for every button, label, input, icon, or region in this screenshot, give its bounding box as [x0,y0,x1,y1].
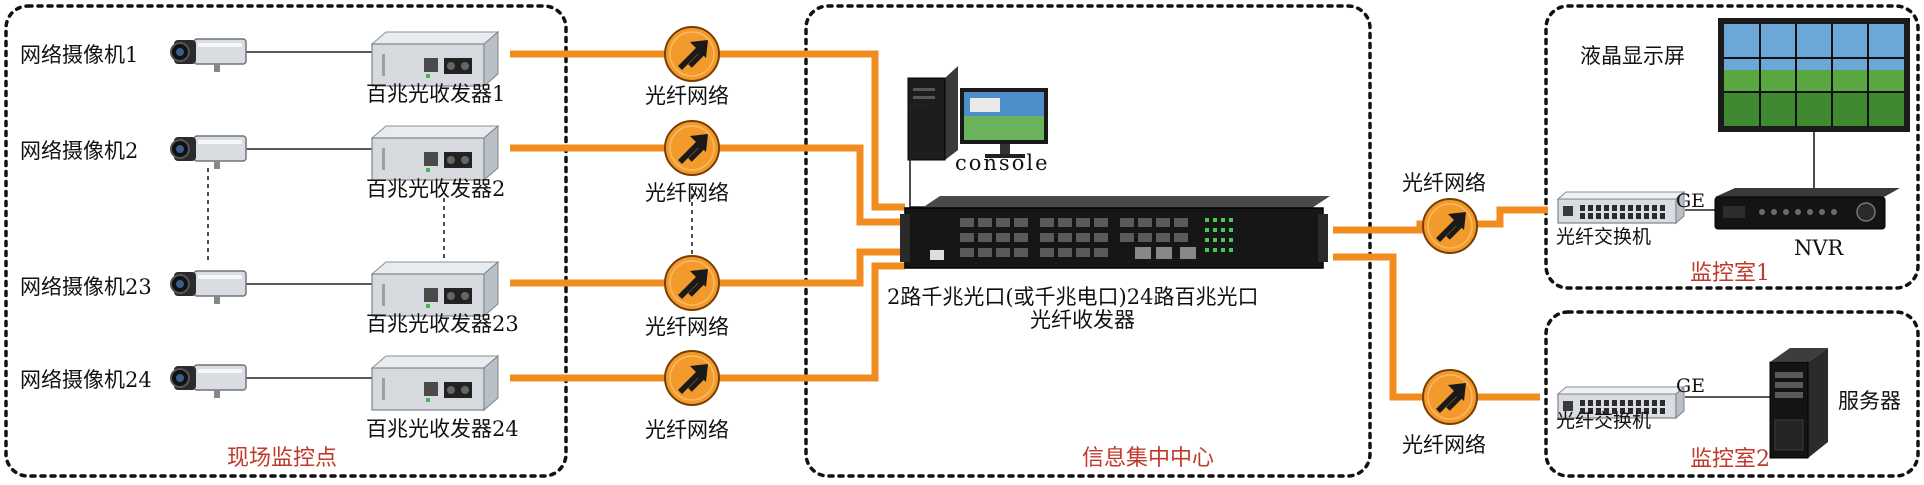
zone-field-title: 现场监控点 [227,446,337,471]
camera-24-label: 网络摄像机24 [20,368,152,392]
main-device-label-line2: 光纤收发器 [1030,308,1135,332]
fiber-network-label-23: 光纤网络 [645,315,729,339]
fiber-switch-room2-label: 光纤交换机 [1556,410,1651,432]
server-label: 服务器 [1838,389,1901,413]
nvr-icon [1714,188,1900,230]
fiber-network-icon [1423,199,1477,253]
transceiver-23-label: 百兆光收发器23 [366,312,519,336]
zone-room2-title: 监控室2 [1690,447,1770,472]
console-computer-icon [907,66,1048,161]
transceiver-1-label: 百兆光收发器1 [366,82,505,106]
fiber-network-icon [1423,370,1477,424]
camera-23-icon [170,270,247,305]
zone-field-border [4,4,568,478]
console-cable [909,104,927,208]
transceiver-2-label: 百兆光收发器2 [366,177,505,201]
ge-label-room2: GE [1676,375,1705,397]
camera-24-icon [170,364,247,399]
lcd-display-icon [1718,18,1910,132]
fiber-switch-room1-label: 光纤交换机 [1556,226,1651,248]
camera-1-icon [170,38,247,73]
fiber-network-label-24: 光纤网络 [645,418,729,442]
fiber-network-label-1: 光纤网络 [645,84,729,108]
transceiver-24-label: 百兆光收发器24 [366,417,519,441]
console-label: console [955,151,1050,175]
fiber-network-icon [665,27,719,81]
main-device-label-line1: 2路千兆光口(或千兆电口)24路百兆光口 [887,285,1258,309]
camera-23-label: 网络摄像机23 [20,275,152,299]
lcd-display-label: 液晶显示屏 [1580,44,1685,68]
main-transceiver-chassis [900,196,1330,269]
zone-room1-title: 监控室1 [1690,261,1770,286]
fiber-network-label-2: 光纤网络 [645,181,729,205]
server-icon [1769,348,1828,459]
camera-2-icon [170,135,247,170]
fiber-network-icon [665,121,719,175]
transceiver-1-icon [371,31,499,87]
zone-center-title: 信息集中中心 [1082,446,1214,471]
fiber-switch-room1-icon [1557,191,1685,224]
transceiver-24-icon [371,355,499,411]
transceiver-2-icon [371,125,499,181]
zone-room2-border [1544,310,1920,478]
fiber-network-icon [665,351,719,405]
fiber-network-label-room1: 光纤网络 [1402,171,1486,195]
ge-label-room1: GE [1676,190,1705,212]
fiber-network-icon [665,256,719,310]
fiber-network-label-room2: 光纤网络 [1402,433,1486,457]
camera-1-label: 网络摄像机1 [20,43,138,67]
zone-room1-border [1544,4,1920,290]
zone-center-border [804,4,1372,478]
transceiver-23-icon [371,261,499,317]
nvr-label: NVR [1794,236,1845,260]
camera-2-label: 网络摄像机2 [20,139,138,163]
